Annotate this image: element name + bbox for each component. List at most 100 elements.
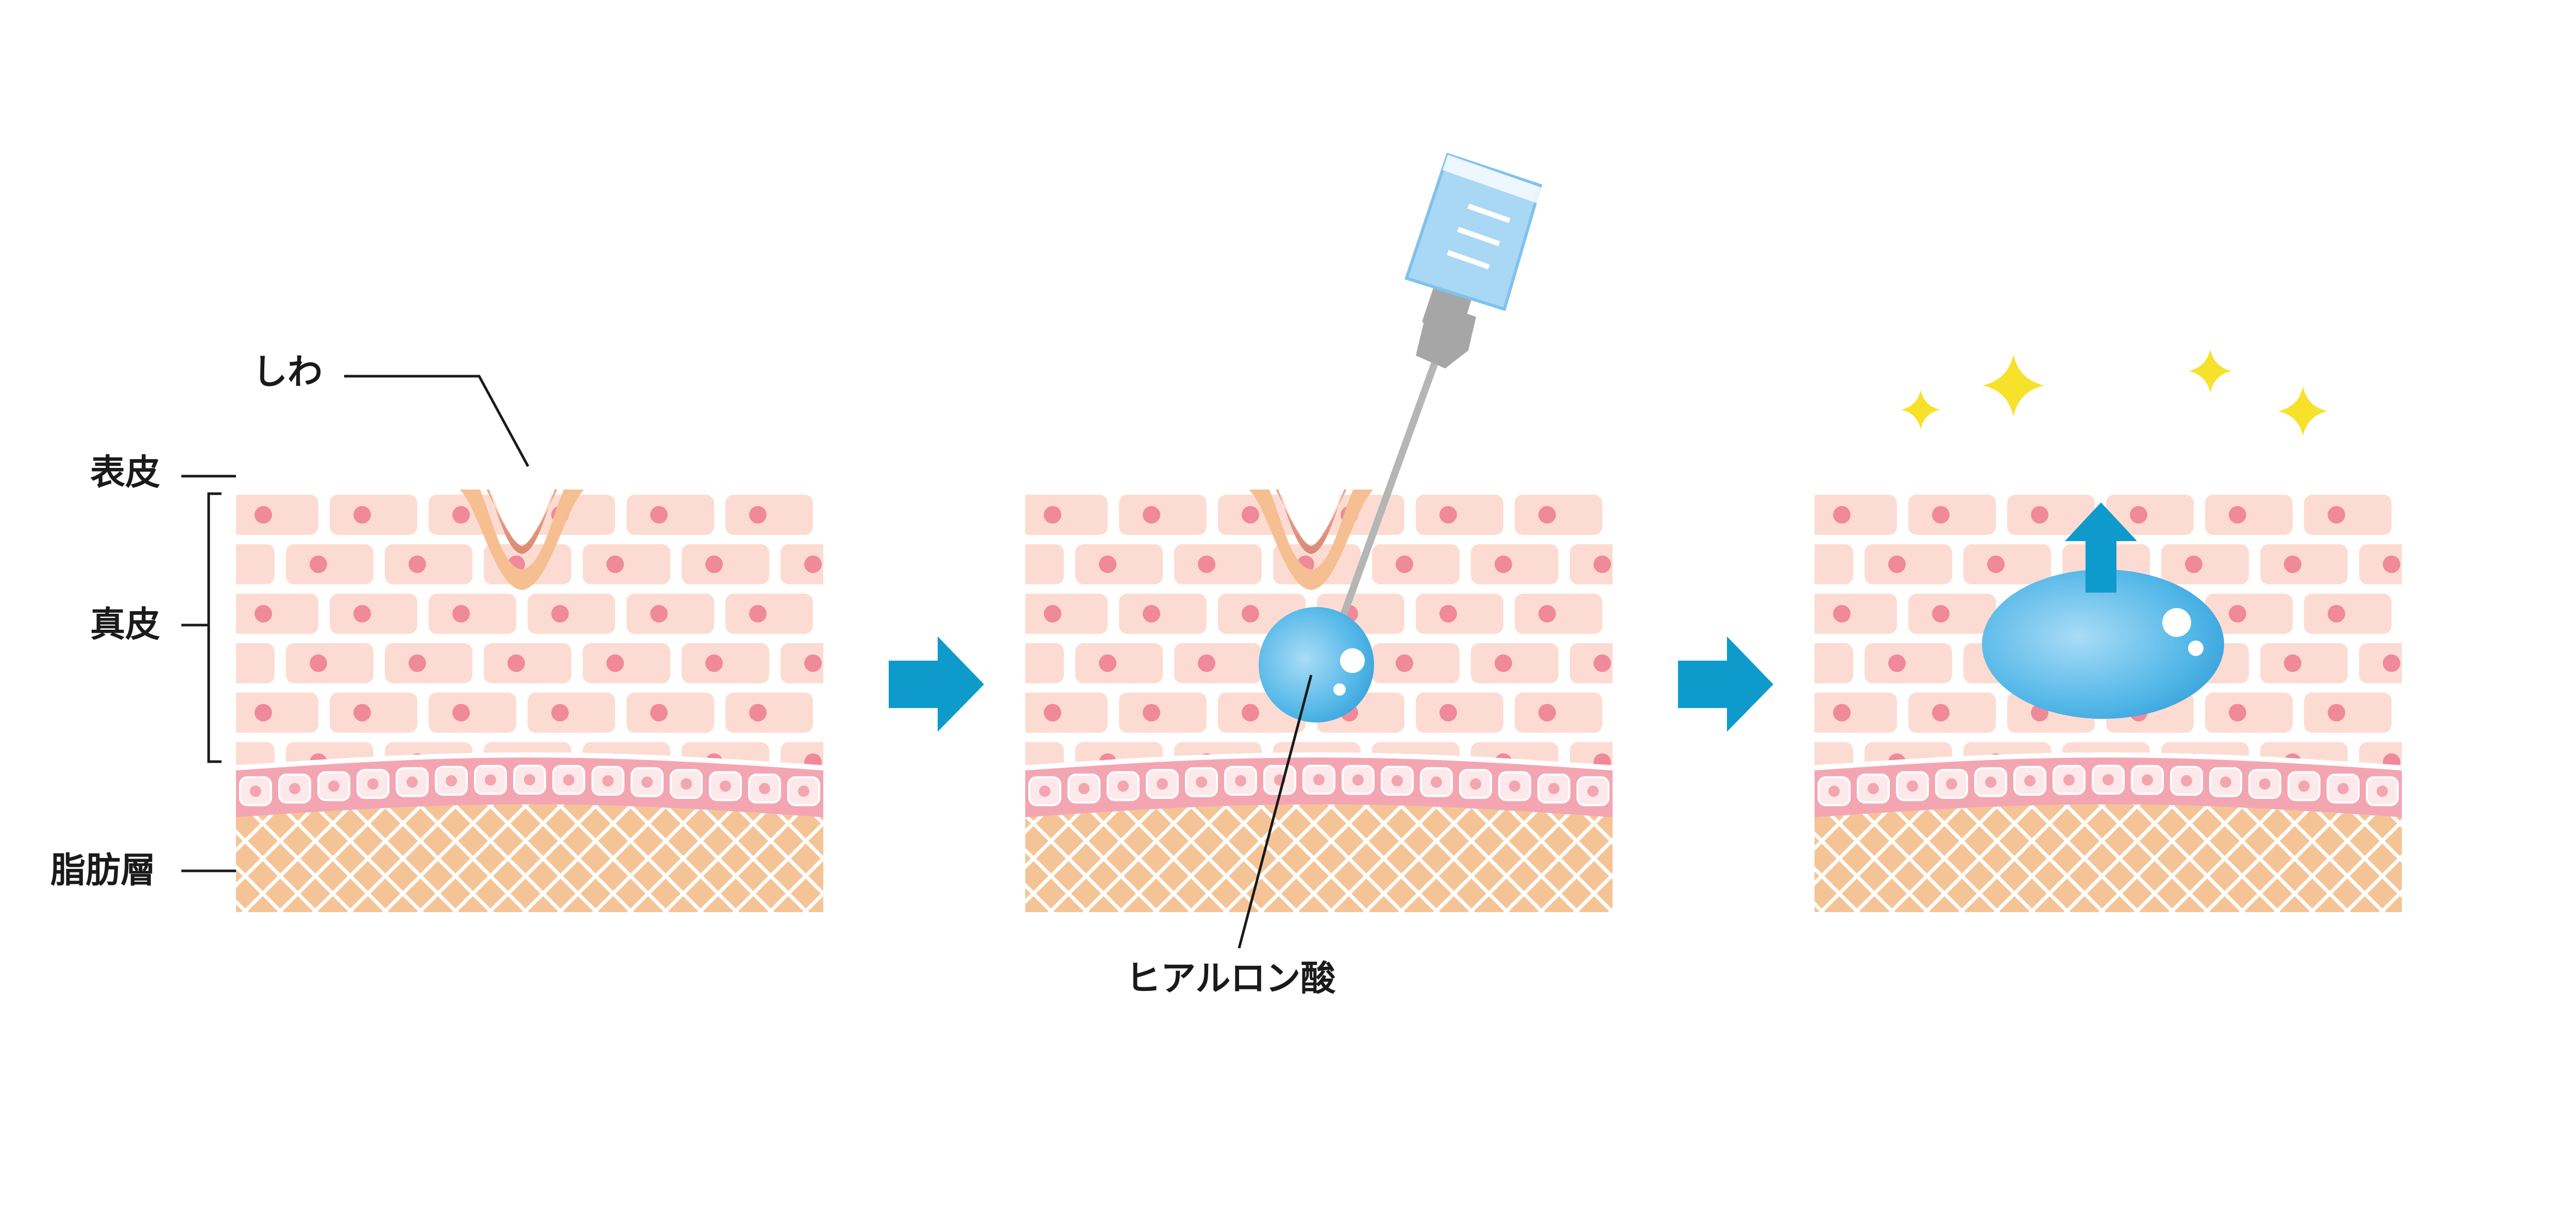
cell-nucleus xyxy=(1044,605,1061,623)
basement-cell-nucleus xyxy=(1587,785,1599,797)
cell-nucleus xyxy=(2284,556,2301,573)
cell-nucleus xyxy=(848,605,866,623)
basement-cell-nucleus xyxy=(1117,780,1129,792)
basement-cell-nucleus xyxy=(1431,776,1442,788)
dermis-cell xyxy=(1025,693,1108,733)
basement-edge xyxy=(1815,752,2402,770)
epidermis-top-face xyxy=(1815,442,2402,472)
cell-nucleus xyxy=(650,506,668,524)
cell-nucleus xyxy=(1396,556,1413,573)
dermis-cell xyxy=(1025,544,1064,584)
cell-nucleus xyxy=(452,704,470,721)
dermis-cell xyxy=(236,594,318,634)
cell-nucleus xyxy=(1242,506,1259,524)
dermis-cell xyxy=(824,594,912,634)
dermis-cell xyxy=(528,594,615,634)
dermis-cell xyxy=(1570,544,1613,584)
hyaluronic-filled-icon xyxy=(1982,569,2224,719)
dermis-cell xyxy=(286,544,374,584)
droplet-highlight xyxy=(2162,608,2191,637)
basement-cell-nucleus xyxy=(1509,780,1520,792)
cell-nucleus xyxy=(310,556,327,573)
dermis-cell xyxy=(1515,693,1602,733)
cell-nucleus xyxy=(2229,605,2246,623)
sparkle-icon xyxy=(1982,355,2044,416)
dermis-cell xyxy=(1075,643,1163,683)
basement-cell-nucleus xyxy=(1313,774,1325,785)
dermis-cell xyxy=(2304,495,2392,535)
dermis-cell xyxy=(1908,693,1996,733)
cell-nucleus xyxy=(409,556,426,573)
cell-nucleus xyxy=(2328,506,2345,524)
cell-nucleus xyxy=(1495,654,1512,672)
basement-cell-nucleus xyxy=(524,774,535,785)
basement-cell-nucleus xyxy=(1548,783,1560,795)
cell-nucleus xyxy=(749,506,767,524)
cell-nucleus xyxy=(1198,556,1215,573)
cell-nucleus xyxy=(452,506,470,524)
cell-nucleus xyxy=(1637,704,1655,721)
dermis-cell xyxy=(626,594,714,634)
basement-cell-nucleus xyxy=(2377,785,2388,797)
cell-nucleus xyxy=(1789,753,1807,771)
dermis-cell xyxy=(1815,643,1853,683)
cell-nucleus xyxy=(2229,704,2246,721)
dermis-cell xyxy=(725,495,813,535)
cell-nucleus xyxy=(211,556,228,573)
cell-nucleus xyxy=(1099,556,1116,573)
basement-cell-nucleus xyxy=(1985,776,1996,788)
syringe-barrel xyxy=(1404,153,1543,311)
dermis-cell xyxy=(1174,544,1262,584)
epidermis-label: 表皮 xyxy=(90,452,160,493)
dermis-cell xyxy=(1515,495,1602,535)
basement-cell-nucleus xyxy=(681,778,692,790)
cell-nucleus xyxy=(353,605,371,623)
cell-nucleus xyxy=(1242,704,1259,721)
cell-nucleus xyxy=(749,605,767,623)
dermis-cell xyxy=(484,643,571,683)
process-arrow-icon xyxy=(889,636,984,732)
basement-cell-nucleus xyxy=(2220,776,2231,788)
cell-nucleus xyxy=(1833,605,1851,623)
basement-cell-nucleus xyxy=(1235,775,1246,787)
dermis-cell xyxy=(626,693,714,733)
basement-cell-nucleus xyxy=(2024,775,2036,787)
cell-nucleus xyxy=(551,605,569,623)
basement-cell-nucleus xyxy=(2337,783,2349,795)
skin-panel-injection xyxy=(1025,490,1655,912)
basement-cell-nucleus xyxy=(1828,785,1840,797)
basement-cell-nucleus xyxy=(1157,778,1168,790)
dermis-cell xyxy=(781,643,823,683)
dermis-cell xyxy=(2205,594,2293,634)
cell-nucleus xyxy=(2328,605,2345,623)
step-arrow-2 xyxy=(1678,636,1773,732)
cell-nucleus xyxy=(255,605,272,623)
sparkle-icon xyxy=(2189,349,2232,393)
dermis-cell xyxy=(1372,544,1460,584)
basement-cell-nucleus xyxy=(1196,776,1207,788)
dermis-label: 真皮 xyxy=(90,604,160,645)
basement-cells xyxy=(1818,765,2399,806)
cell-nucleus xyxy=(1538,704,1556,721)
cell-nucleus xyxy=(848,704,866,721)
hyaluronic-acid-label: ヒアルロン酸 xyxy=(1126,958,1336,999)
needle xyxy=(1336,352,1441,630)
cell-nucleus xyxy=(1987,556,2005,573)
dermis-cell xyxy=(2161,544,2249,584)
dermis-cell xyxy=(1119,594,1207,634)
cell-nucleus xyxy=(551,704,569,721)
dermis-cell xyxy=(725,594,813,634)
scale-mark xyxy=(1457,227,1500,246)
basement-cell-nucleus xyxy=(720,780,731,792)
cell-nucleus xyxy=(804,556,822,573)
cell-nucleus xyxy=(1637,506,1655,524)
dermis-cell xyxy=(429,594,516,634)
dermis-cell xyxy=(2403,594,2490,634)
cell-nucleus xyxy=(1044,704,1061,721)
cell-nucleus xyxy=(1143,704,1160,721)
process-arrow-icon xyxy=(1678,636,1773,732)
cell-nucleus xyxy=(1538,506,1556,524)
cell-nucleus xyxy=(1932,704,1950,721)
wrinkle-groove xyxy=(1276,490,1347,554)
dermis-cell xyxy=(1908,495,1996,535)
